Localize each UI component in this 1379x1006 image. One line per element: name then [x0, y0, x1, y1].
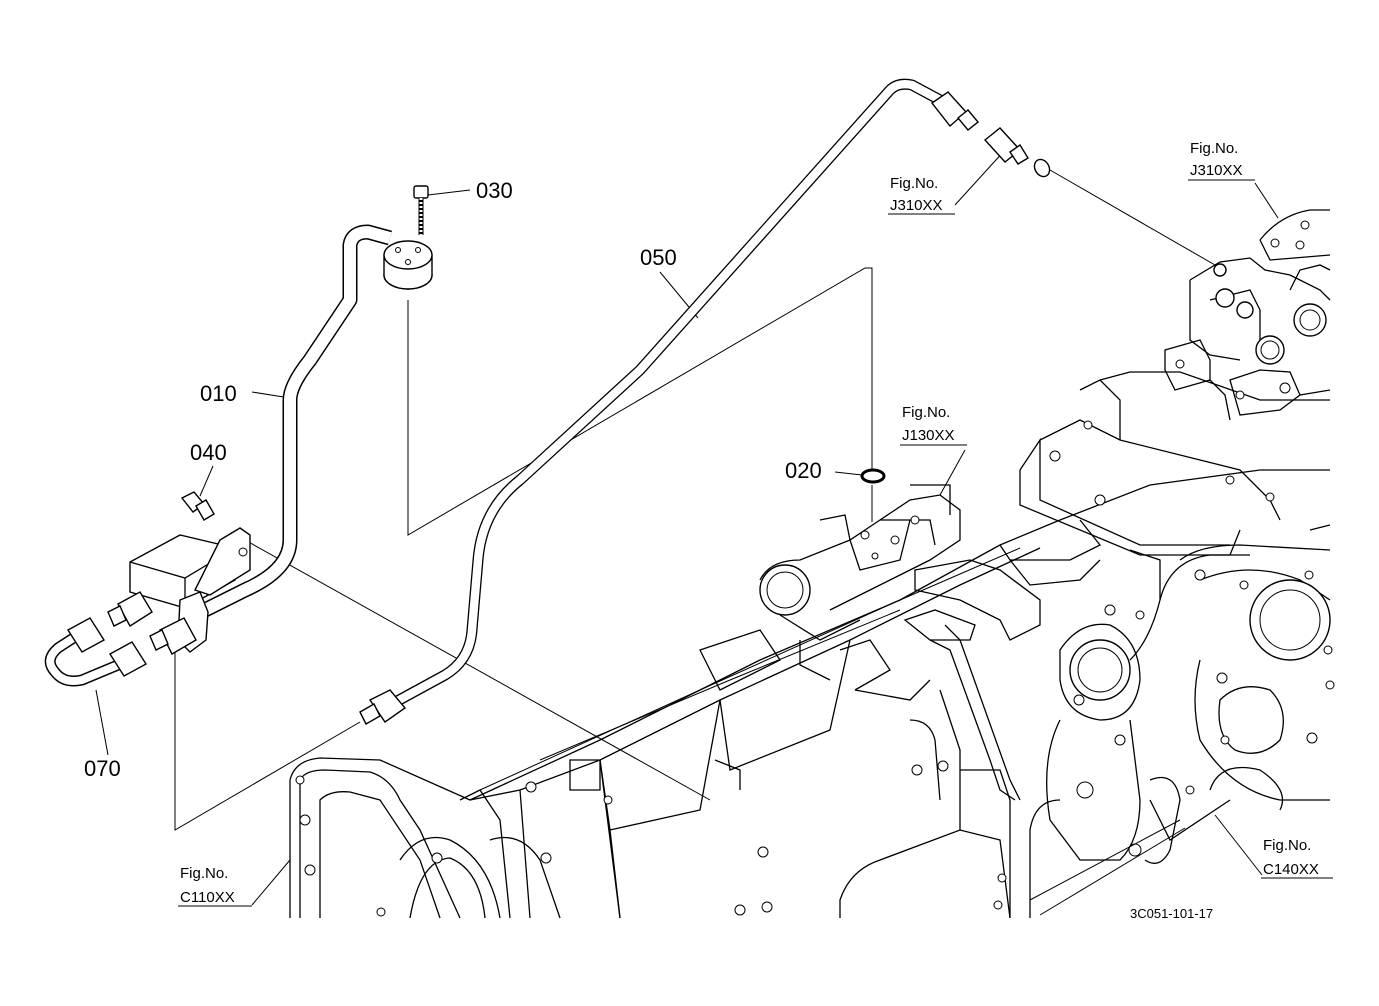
pipe-050-upper-nut: [930, 91, 979, 131]
filter-block: [129, 527, 251, 653]
fig-ref-j130: Fig.No. J130XX: [900, 404, 967, 446]
pipe-010: [201, 224, 392, 617]
svg-text:Fig.No.: Fig.No.: [1190, 140, 1238, 157]
callout-labels: 030 050 010 040 020 070: [84, 178, 822, 781]
callout-070: 070: [84, 756, 121, 781]
figure-references: Fig.No. J310XX Fig.No. J310XX Fig.No. J1…: [178, 140, 1333, 907]
svg-text:Fig.No.: Fig.No.: [1263, 837, 1311, 854]
svg-text:Fig.No.: Fig.No.: [180, 865, 228, 882]
valve-block: [1164, 209, 1331, 421]
callout-010: 010: [200, 381, 237, 406]
callout-020: 020: [785, 458, 822, 483]
callout-040: 040: [190, 440, 227, 465]
leader-lines: [95, 149, 1279, 906]
fitting-lower: [149, 617, 197, 655]
callout-030: 030: [476, 178, 513, 203]
svg-text:Fig.No.: Fig.No.: [902, 404, 950, 421]
svg-text:Fig.No.: Fig.No.: [890, 175, 938, 192]
bolt-030: [413, 185, 429, 235]
o-ring-020: [860, 468, 886, 484]
pipe-050-lower-nut: [359, 689, 407, 725]
fig-ref-c140: Fig.No. C140XX: [1261, 837, 1333, 879]
svg-text:C140XX: C140XX: [1263, 861, 1319, 878]
callout-050: 050: [640, 245, 677, 270]
drawing-code: 3C051-101-17: [1130, 906, 1213, 921]
svg-text:J310XX: J310XX: [1190, 162, 1243, 179]
fig-ref-c110: Fig.No. C110XX: [178, 865, 252, 907]
fitting-upper: [107, 591, 153, 627]
fig-ref-j310-left: Fig.No. J310XX: [888, 175, 955, 215]
bolt-040: [180, 491, 215, 521]
adapter-fitting: [983, 127, 1051, 178]
fig-ref-j310-right: Fig.No. J310XX: [1188, 140, 1255, 181]
pipe-050: [359, 78, 979, 725]
transmission-housing: [289, 469, 1330, 919]
clamp-030: [383, 240, 433, 290]
front-housing: [1019, 371, 1335, 918]
pipe-070: [44, 617, 147, 687]
svg-text:C110XX: C110XX: [180, 889, 235, 906]
svg-text:J130XX: J130XX: [902, 427, 955, 444]
svg-text:J310XX: J310XX: [890, 197, 943, 214]
